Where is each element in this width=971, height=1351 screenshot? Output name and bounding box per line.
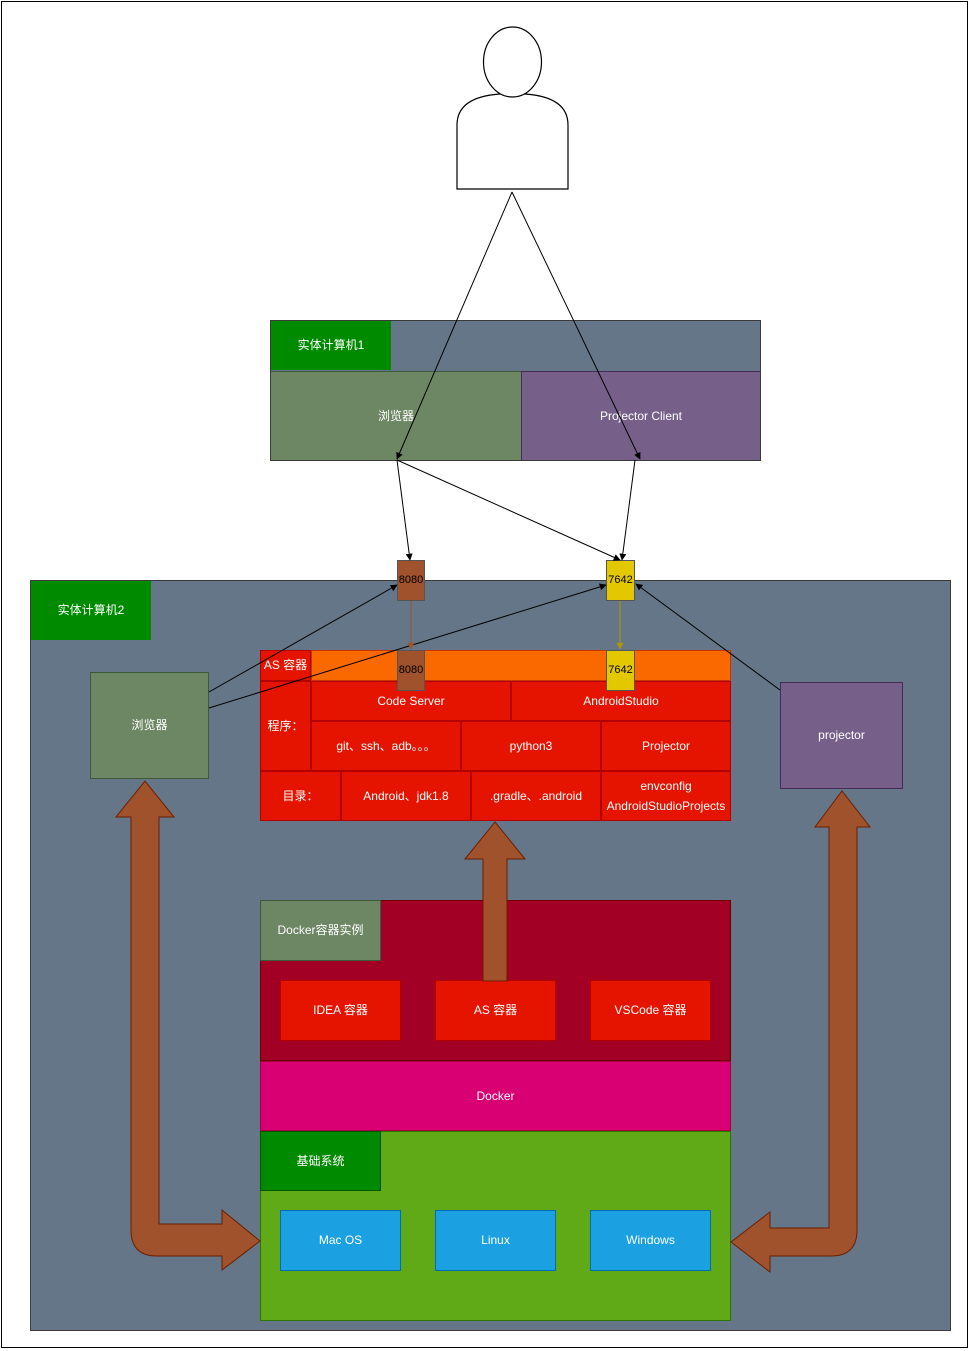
dirs-label: 目录：	[260, 771, 341, 821]
macos-box: Mac OS	[280, 1210, 401, 1271]
port-8080-internal: 8080	[397, 650, 425, 691]
dir-projects: AndroidStudioProjects	[606, 799, 726, 813]
vscode-container: VSCode 容器	[590, 980, 711, 1041]
port-7642-external: 7642	[606, 560, 635, 601]
idea-container: IDEA 容器	[280, 980, 401, 1041]
as-container-title: AS 容器	[260, 650, 311, 681]
machine1-browser[interactable]: 浏览器	[271, 371, 521, 460]
dir-gradle-cell: .gradle、.android	[471, 771, 601, 821]
docker-instances-title: Docker容器实例	[260, 900, 381, 961]
base-system-title: 基础系统	[260, 1131, 381, 1191]
as-container-instance: AS 容器	[435, 980, 556, 1041]
docker-layer: Docker	[260, 1061, 731, 1131]
as-container-header	[311, 650, 731, 681]
projector-cell: Projector	[601, 721, 731, 771]
dir-config-cell: envconfig AndroidStudioProjects	[601, 771, 731, 821]
port-8080-external: 8080	[397, 560, 425, 601]
projector-client[interactable]: Projector Client	[521, 371, 760, 460]
linux-box: Linux	[435, 1210, 556, 1271]
python-cell: python3	[461, 721, 601, 771]
programs-label: 程序：	[260, 681, 311, 771]
machine2-title: 实体计算机2	[31, 581, 151, 640]
port-7642-internal: 7642	[606, 650, 635, 691]
dir-envconfig: envconfig	[640, 778, 692, 793]
machine1-title: 实体计算机1	[271, 321, 391, 370]
machine2-projector[interactable]: projector	[780, 682, 903, 789]
dir-android-cell: Android、jdk1.8	[341, 771, 471, 821]
machine2-browser[interactable]: 浏览器	[90, 672, 209, 779]
tools-cell: git、ssh、adb。。。	[311, 721, 461, 771]
windows-box: Windows	[590, 1210, 711, 1271]
